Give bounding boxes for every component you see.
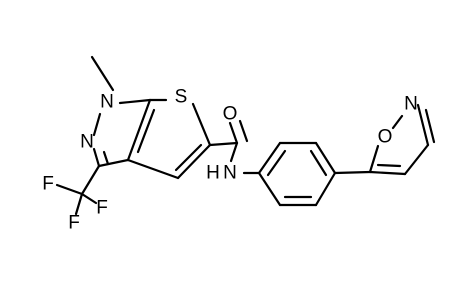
bond-c3-c3a bbox=[97, 158, 130, 168]
bond-c3a-c7a-double bbox=[136, 108, 156, 154]
atom-s: S bbox=[175, 87, 188, 108]
bond-n-c3-double bbox=[424, 108, 436, 144]
atom-n-amide: N bbox=[223, 163, 237, 184]
bond-carbonyl-o bbox=[228, 121, 239, 145]
bond-carbonyl-o-double bbox=[238, 119, 249, 143]
bond-n-c3 bbox=[416, 103, 430, 147]
atom-o-carbonyl: O bbox=[223, 104, 238, 125]
bond-n2-c3 bbox=[92, 147, 101, 168]
bond-c4-c3a bbox=[126, 158, 180, 180]
bond-n1-c7a bbox=[118, 98, 152, 105]
bond-carbonyl-n bbox=[229, 141, 239, 163]
bond-ph-6-1 bbox=[257, 171, 282, 207]
atom-n-isoxazole: N bbox=[404, 94, 418, 115]
bond-s-c5 bbox=[191, 102, 212, 147]
bond-c4-c5 bbox=[368, 170, 407, 176]
bond-methyl-n1 bbox=[90, 55, 115, 92]
bond-cf3-f1 bbox=[55, 183, 84, 196]
bond-c4-c5-double bbox=[376, 163, 402, 168]
bond-c5-carbonyl bbox=[208, 141, 239, 147]
bond-c3-cf3 bbox=[80, 164, 101, 196]
atom-labels: N N S O H N O N F F F bbox=[42, 87, 418, 234]
bond-c3-c4 bbox=[403, 143, 430, 176]
bond-ph-1-2-inner bbox=[266, 149, 287, 177]
bond-o-n bbox=[391, 114, 404, 130]
atom-h-amide: H bbox=[206, 163, 220, 184]
atom-f3: F bbox=[96, 198, 108, 219]
atom-o-isoxazole: O bbox=[378, 127, 393, 148]
bond-c3a-c7a bbox=[126, 98, 152, 162]
bond-cf3-f3 bbox=[80, 192, 98, 205]
bond-ph-3-4-inner bbox=[309, 149, 328, 177]
atom-n2: N bbox=[80, 132, 94, 153]
bond-c5-c4 bbox=[176, 143, 212, 180]
atom-f2: F bbox=[68, 213, 80, 234]
bond-n2-c3-double bbox=[102, 150, 110, 166]
bond-ph-isoxazole bbox=[333, 170, 372, 175]
bond-cf3-f2 bbox=[74, 192, 84, 216]
bond-n1-n2 bbox=[92, 112, 102, 137]
atom-f1: F bbox=[42, 174, 54, 195]
bond-ph-1-2 bbox=[257, 141, 282, 175]
bond-ph-4-5 bbox=[314, 171, 337, 207]
bond-c5-c4-double bbox=[174, 143, 203, 172]
bond-ph-3-4 bbox=[314, 141, 337, 175]
bonds bbox=[55, 55, 436, 216]
atom-n1: N bbox=[100, 92, 114, 113]
bond-c5-o bbox=[368, 144, 380, 174]
